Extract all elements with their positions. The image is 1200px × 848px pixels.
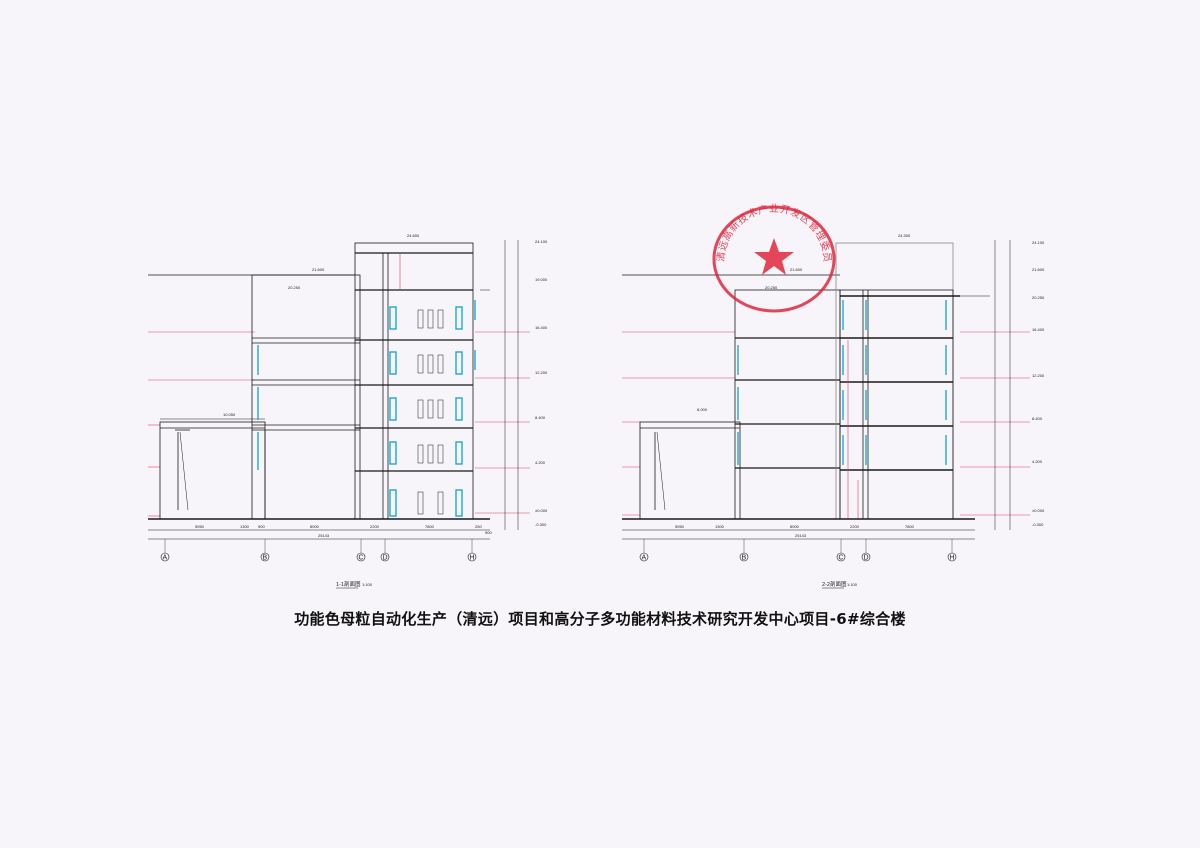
axis-label-d: D [864,555,869,562]
span-label: 5950 [195,524,205,529]
roof-elevation-label: 21.600 [312,267,325,272]
span-label: 250 [475,524,482,529]
tower [354,242,474,520]
openings [737,300,947,465]
level-label: ±0.000 [535,508,548,513]
span-label: 2200 [370,524,380,529]
span-label: 900 [258,524,265,529]
top-elevation-label: 24.300 [898,233,911,238]
axis-label-b: B [742,555,747,562]
canopy-elevation-label: 8.000 [697,407,708,412]
parapet-elevation-label: 20.250 [765,285,778,290]
axis-grid-lines [164,539,473,553]
axis-label-c: C [359,555,364,562]
level-label: 24.100 [535,239,548,244]
canopy-elevation-label: 10.050 [223,412,236,417]
section-1-1: 24.600 21.600 20.250 10.050 24.100 19.00… [148,233,548,589]
official-seal: 清远高新技术产业开发区管理委员会规划建设局 [706,200,836,313]
axis-label-b: B [263,555,268,562]
level-label: 4.200 [1032,459,1043,464]
level-label: -0.300 [535,522,547,527]
section-scale: 1:100 [362,582,373,587]
level-label: 20.250 [1032,295,1045,300]
level-label: 16.400 [535,325,548,330]
drawing-caption: 功能色母粒自动化生产（清远）项目和高分子多功能材料技术研究开发中心项目-6#综合… [294,610,906,628]
total-span-label: 25143 [795,533,807,538]
axis-label-h: H [950,555,955,562]
interior-doors [417,309,444,515]
red-column-lines [847,340,859,519]
mid-block [251,274,361,520]
span-label: 1300 [715,524,725,529]
level-label: 8.400 [1032,416,1043,421]
span-label: 5950 [675,524,685,529]
section-scale: 1:100 [847,582,858,587]
span-label: 8000 [790,524,800,529]
dimension-column [950,240,1011,530]
span-label: 8000 [310,524,320,529]
level-label: 16.400 [1032,327,1045,332]
roof-elevation-label: 21.600 [790,267,803,272]
span-label: 7800 [425,524,435,529]
openings [257,300,476,517]
level-label: 12.200 [1032,373,1045,378]
axis-label-a: A [642,555,647,562]
level-label: 12.200 [535,370,548,375]
section-title: 2-2剖面图 [822,580,847,588]
total-span-label: 25143 [318,533,330,538]
level-label: 8.400 [535,415,546,420]
dimension-column [480,240,519,530]
section-2-2: 24.300 21.600 20.250 8.000 24.100 21.600… [622,233,1045,589]
level-label: ±0.000 [1032,508,1045,513]
dimension-chain [622,529,975,540]
level-label: -0.300 [1032,522,1044,527]
axis-label-a: A [163,555,168,562]
low-wing [639,421,741,520]
floor-lines [148,331,530,517]
span-label: 1300 [240,524,250,529]
top-elevation-label: 24.600 [407,233,420,238]
span-label: 2200 [850,524,860,529]
mid-block [734,289,841,520]
dimension-chain [148,529,490,540]
span-label: 900 [485,530,492,535]
span-label: 7800 [905,524,915,529]
level-label: 4.200 [535,460,546,465]
level-label: 19.000 [535,277,548,282]
axis-label-h: H [470,555,475,562]
section-title: 1-1剖面图 [336,580,361,588]
axis-grid-lines [643,539,953,553]
level-label: 24.100 [1032,240,1045,245]
axis-label-c: C [839,555,844,562]
tower [835,242,960,520]
low-wing [159,418,266,520]
axis-label-d: D [383,555,388,562]
parapet-elevation-label: 20.250 [288,285,301,290]
level-label: 21.600 [1032,267,1045,272]
